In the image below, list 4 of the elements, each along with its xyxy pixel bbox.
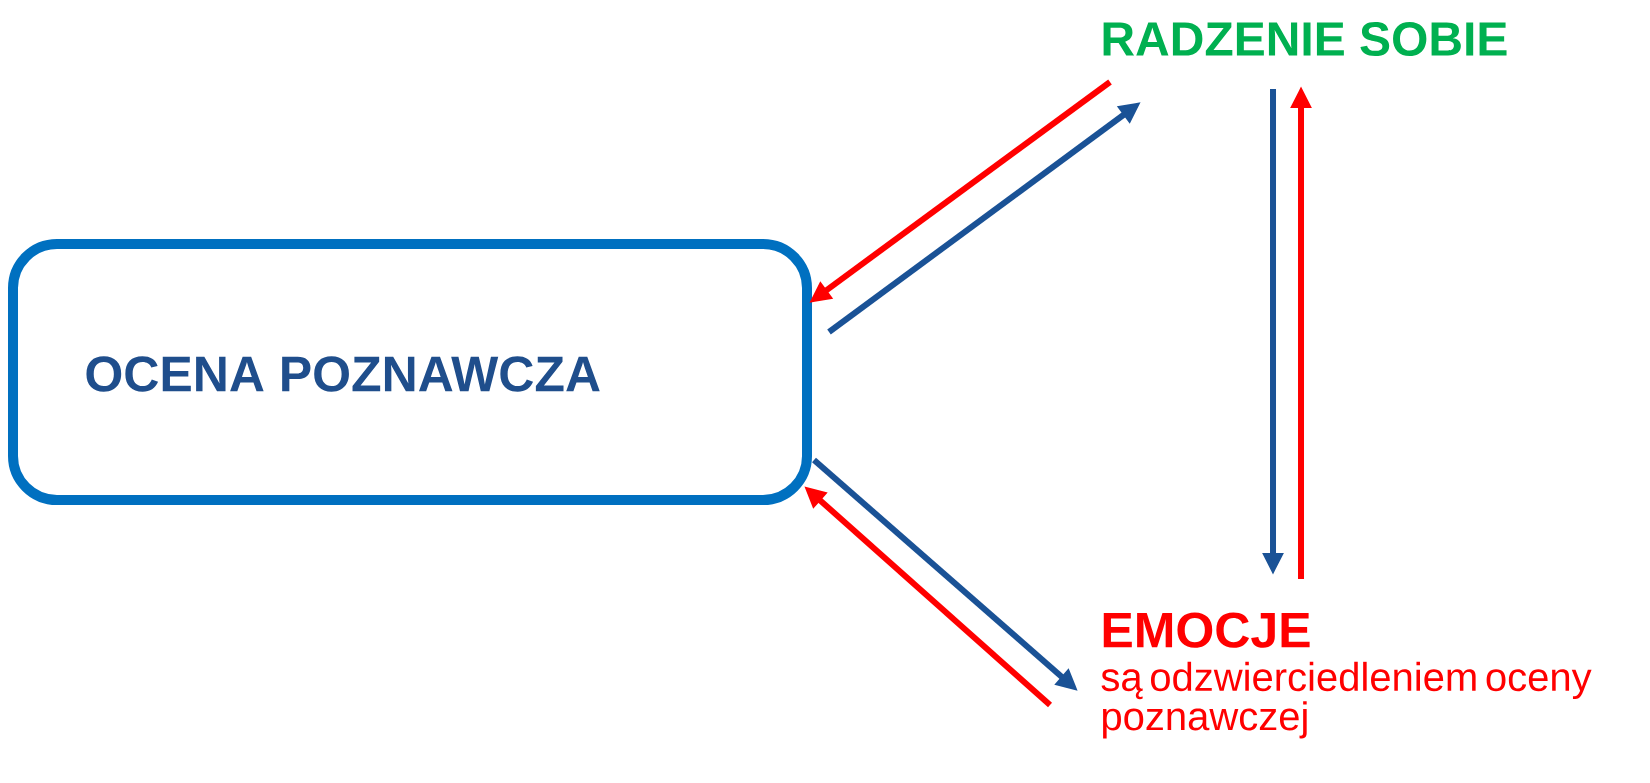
- box-label: OCENA POZNAWCZA: [86, 356, 600, 392]
- heading-text: RADZENIE SOBIE: [1103, 22, 1507, 56]
- heading-text: EMOCJE są odzwierciedleniem oceny poznawczej: [1101, 612, 1592, 739]
- rounded-box: [8, 239, 812, 505]
